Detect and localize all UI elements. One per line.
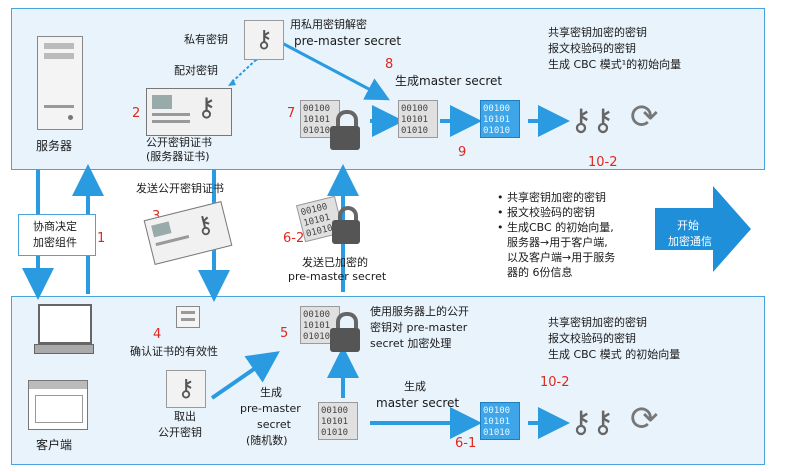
shared-3-top: 生成 CBC 模式¹的初始向量 bbox=[548, 58, 682, 71]
shared-2-bottom: 报文校验码的密钥 bbox=[548, 332, 636, 345]
verify-label: 确认证书的有效性 bbox=[130, 345, 218, 358]
encrypt-label-1: 使用服务器上的公开 bbox=[370, 305, 469, 318]
gen-master-label: 生成master secret bbox=[395, 74, 503, 88]
pair-key-label: 配对密钥 bbox=[174, 64, 218, 77]
negotiate-label-2: 加密组件 bbox=[33, 236, 77, 249]
bin-line: 10101 bbox=[321, 417, 349, 427]
bin-line: 00100 bbox=[321, 406, 349, 416]
start-label-1: 开始 bbox=[677, 219, 699, 232]
bin-line: 00100 bbox=[483, 104, 511, 114]
bin-line: 00100 bbox=[303, 104, 331, 114]
bin-line: 00100 bbox=[483, 406, 511, 416]
step-9: 9 bbox=[458, 145, 467, 160]
step-1: 1 bbox=[97, 231, 106, 246]
refresh-icon: ⟳ bbox=[630, 97, 659, 137]
bin-line: 00100 bbox=[401, 104, 429, 114]
keys-icon: ⚷⚷ bbox=[570, 103, 614, 138]
bullet-item: • 生成CBC 的初始向量, bbox=[497, 221, 614, 234]
start-arrow-icon bbox=[655, 186, 751, 272]
shared-2-top: 报文校验码的密钥 bbox=[548, 42, 636, 55]
bin-line: 10101 bbox=[483, 417, 511, 427]
bin-line: 01010 bbox=[483, 126, 511, 136]
bin-line: 10101 bbox=[303, 115, 331, 125]
encrypt-label-2: 密钥对 pre-master bbox=[370, 321, 468, 334]
gen-pre-label-3: secret bbox=[257, 418, 291, 431]
info-bullets: • 共享密钥加密的密钥 • 报文校验码的密钥 • 生成CBC 的初始向量, 服务… bbox=[497, 190, 615, 280]
bullet-item: 服务器→用于客户端, bbox=[507, 236, 608, 249]
lock-icon bbox=[332, 206, 360, 244]
pre-master-box: 00100 10101 01010 bbox=[318, 402, 358, 440]
certificate-icon: ⚷ bbox=[146, 88, 232, 136]
key-icon: ⚷ bbox=[166, 370, 206, 408]
bin-line: 01010 bbox=[303, 332, 331, 342]
private-key-label: 私有密钥 bbox=[184, 33, 228, 46]
keys-icon: ⚷⚷ bbox=[570, 405, 614, 440]
encrypt-label-3: secret 加密处理 bbox=[370, 337, 452, 350]
client-label: 客户端 bbox=[36, 438, 73, 452]
browser-icon bbox=[28, 380, 88, 430]
pre-master-box: 00100 10101 01010 bbox=[398, 100, 438, 138]
master-secret-box: 00100 10101 01010 bbox=[480, 402, 520, 440]
decrypt-label-2: pre-master secret bbox=[294, 34, 402, 48]
gen-master-label-1: 生成 bbox=[404, 380, 426, 393]
cert-label-2: (服务器证书) bbox=[146, 150, 210, 163]
gen-pre-label-4: (随机数) bbox=[246, 434, 288, 447]
step-5: 5 bbox=[280, 326, 289, 341]
bin-line: 01010 bbox=[303, 126, 331, 136]
bullet-item: 器的 6份信息 bbox=[507, 266, 573, 279]
gen-pre-label-1: 生成 bbox=[260, 386, 282, 399]
bin-line: 00100 bbox=[303, 310, 331, 320]
bullet-item: • 报文校验码的密钥 bbox=[497, 206, 595, 219]
step-2: 2 bbox=[132, 106, 141, 121]
refresh-icon: ⟳ bbox=[630, 399, 659, 439]
take-key-label-2: 公开密钥 bbox=[158, 426, 202, 439]
take-key-label-1: 取出 bbox=[174, 410, 196, 423]
bullet-item: 以及客户端→用于服务 bbox=[507, 251, 616, 264]
shared-1-top: 共享密钥加密的密钥 bbox=[548, 26, 647, 39]
bin-line: 01010 bbox=[321, 428, 349, 438]
step-10-2-bottom: 10-2 bbox=[540, 375, 570, 390]
send-enc-label-1: 发送已加密的 bbox=[302, 256, 368, 269]
lock-icon bbox=[330, 312, 360, 352]
bin-line: 01010 bbox=[401, 126, 429, 136]
step-6-2: 6-2 bbox=[283, 231, 305, 246]
step-4: 4 bbox=[153, 327, 162, 342]
negotiate-label-1: 协商决定 bbox=[33, 220, 77, 233]
shared-1-bottom: 共享密钥加密的密钥 bbox=[548, 316, 647, 329]
cert-label-1: 公开密钥证书 bbox=[146, 136, 212, 149]
step-7: 7 bbox=[287, 106, 296, 121]
step-8: 8 bbox=[385, 57, 394, 72]
server-label: 服务器 bbox=[36, 139, 73, 153]
bin-line: 01010 bbox=[483, 428, 511, 438]
bin-line: 10101 bbox=[483, 115, 511, 125]
laptop-icon bbox=[34, 304, 94, 356]
send-cert-label: 发送公开密钥证书 bbox=[136, 182, 224, 195]
start-label-2: 加密通信 bbox=[668, 235, 712, 248]
lock-icon bbox=[330, 110, 360, 150]
key-icon: ⚷ bbox=[244, 20, 284, 60]
decrypt-label-1: 用私用密钥解密 bbox=[290, 18, 367, 31]
server-icon bbox=[37, 36, 83, 130]
master-secret-box: 00100 10101 01010 bbox=[480, 100, 520, 138]
bin-line: 10101 bbox=[401, 115, 429, 125]
bullet-item: • 共享密钥加密的密钥 bbox=[497, 191, 606, 204]
document-icon bbox=[176, 306, 200, 328]
step-10-2-top: 10-2 bbox=[588, 155, 618, 170]
gen-master-label-2: master secret bbox=[376, 396, 460, 410]
step-6-1: 6-1 bbox=[455, 436, 477, 451]
gen-pre-label-2: pre-master bbox=[240, 402, 301, 415]
shared-3-bottom: 生成 CBC 模式 的初始向量 bbox=[548, 348, 681, 361]
negotiate-box: 协商决定 加密组件 bbox=[18, 214, 96, 256]
send-enc-label-2: pre-master secret bbox=[288, 270, 387, 283]
bin-line: 10101 bbox=[303, 321, 331, 331]
client-panel bbox=[11, 296, 765, 465]
